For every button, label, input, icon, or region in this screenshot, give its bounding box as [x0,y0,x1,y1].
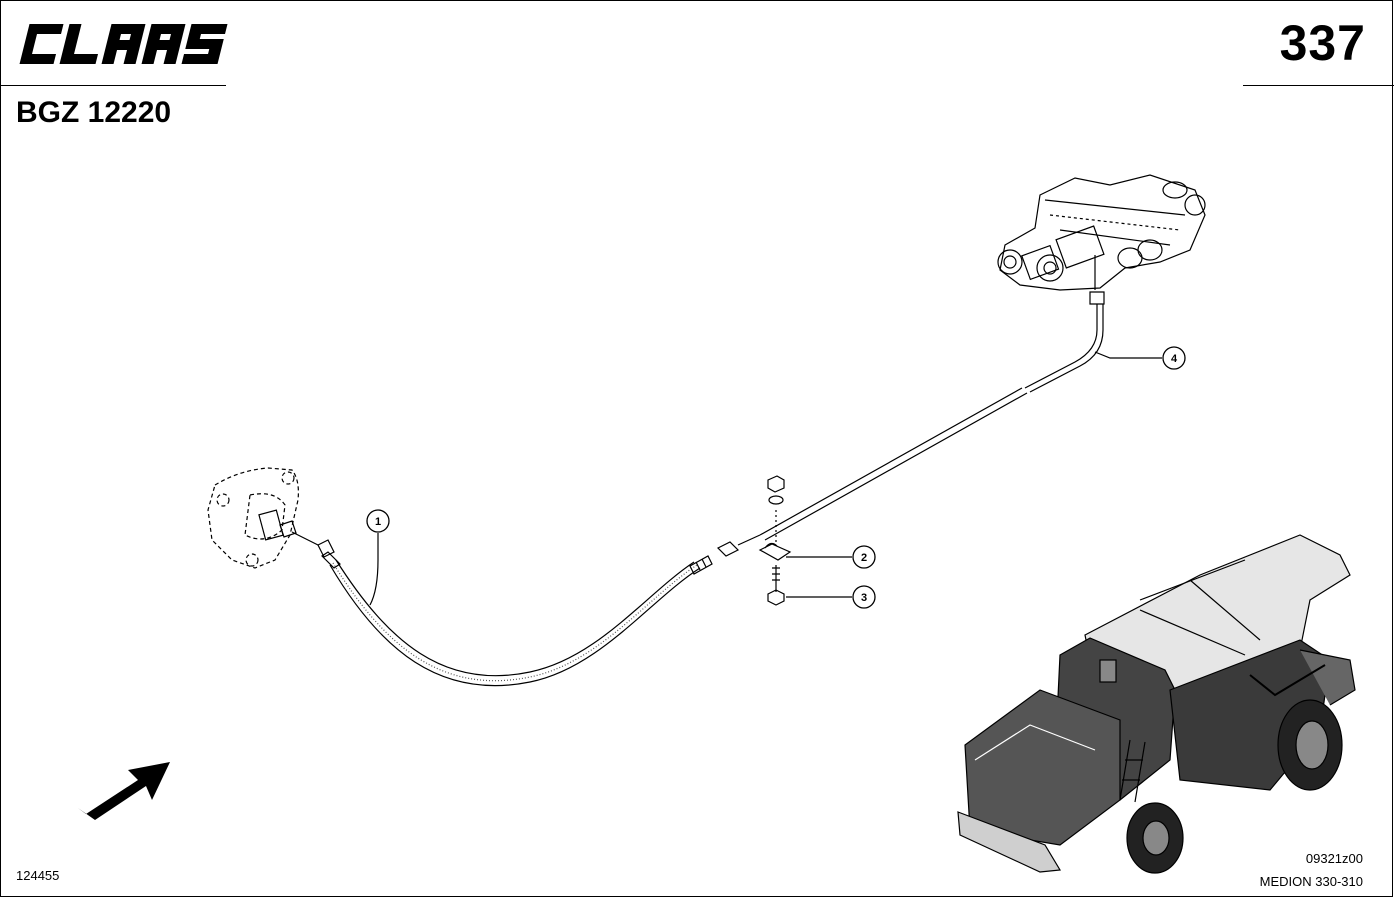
callout-4[interactable]: 4 [1162,346,1186,370]
image-code: 09321z00 [1305,851,1363,866]
header-rule-right [1243,85,1394,86]
pump-flange [207,467,299,569]
clamp-assembly [758,475,792,606]
leader-4 [1094,351,1162,359]
callout-1[interactable]: 1 [366,509,390,533]
direction-arrow-icon [78,762,170,820]
valve-block [997,174,1206,305]
callout-2[interactable]: 2 [852,545,876,569]
pipe-upper [1024,304,1098,389]
pipe-upper-edge [1029,304,1104,393]
callout-3[interactable]: 3 [852,585,876,609]
group-code: BGZ 12220 [16,96,172,129]
flexible-hose [317,539,713,687]
drawing-id: 124455 [16,868,60,883]
model-range: MEDION 330-310 [1259,874,1363,889]
pipe-lower-edge [764,392,1028,541]
claas-logo [19,24,228,64]
header-rule-left [0,85,226,86]
combine-harvester-illustration [957,534,1356,874]
pump-shaft-fitting [258,509,319,546]
pipe-union-nut [716,541,740,557]
pipe-lower [759,387,1023,536]
callout-2-label: 2 [861,552,867,564]
callout-4-label: 4 [1171,353,1178,365]
page-number: 337 [1279,15,1366,71]
callout-1-label: 1 [375,516,381,528]
callout-3-label: 3 [861,592,867,604]
leader-1 [369,533,379,606]
